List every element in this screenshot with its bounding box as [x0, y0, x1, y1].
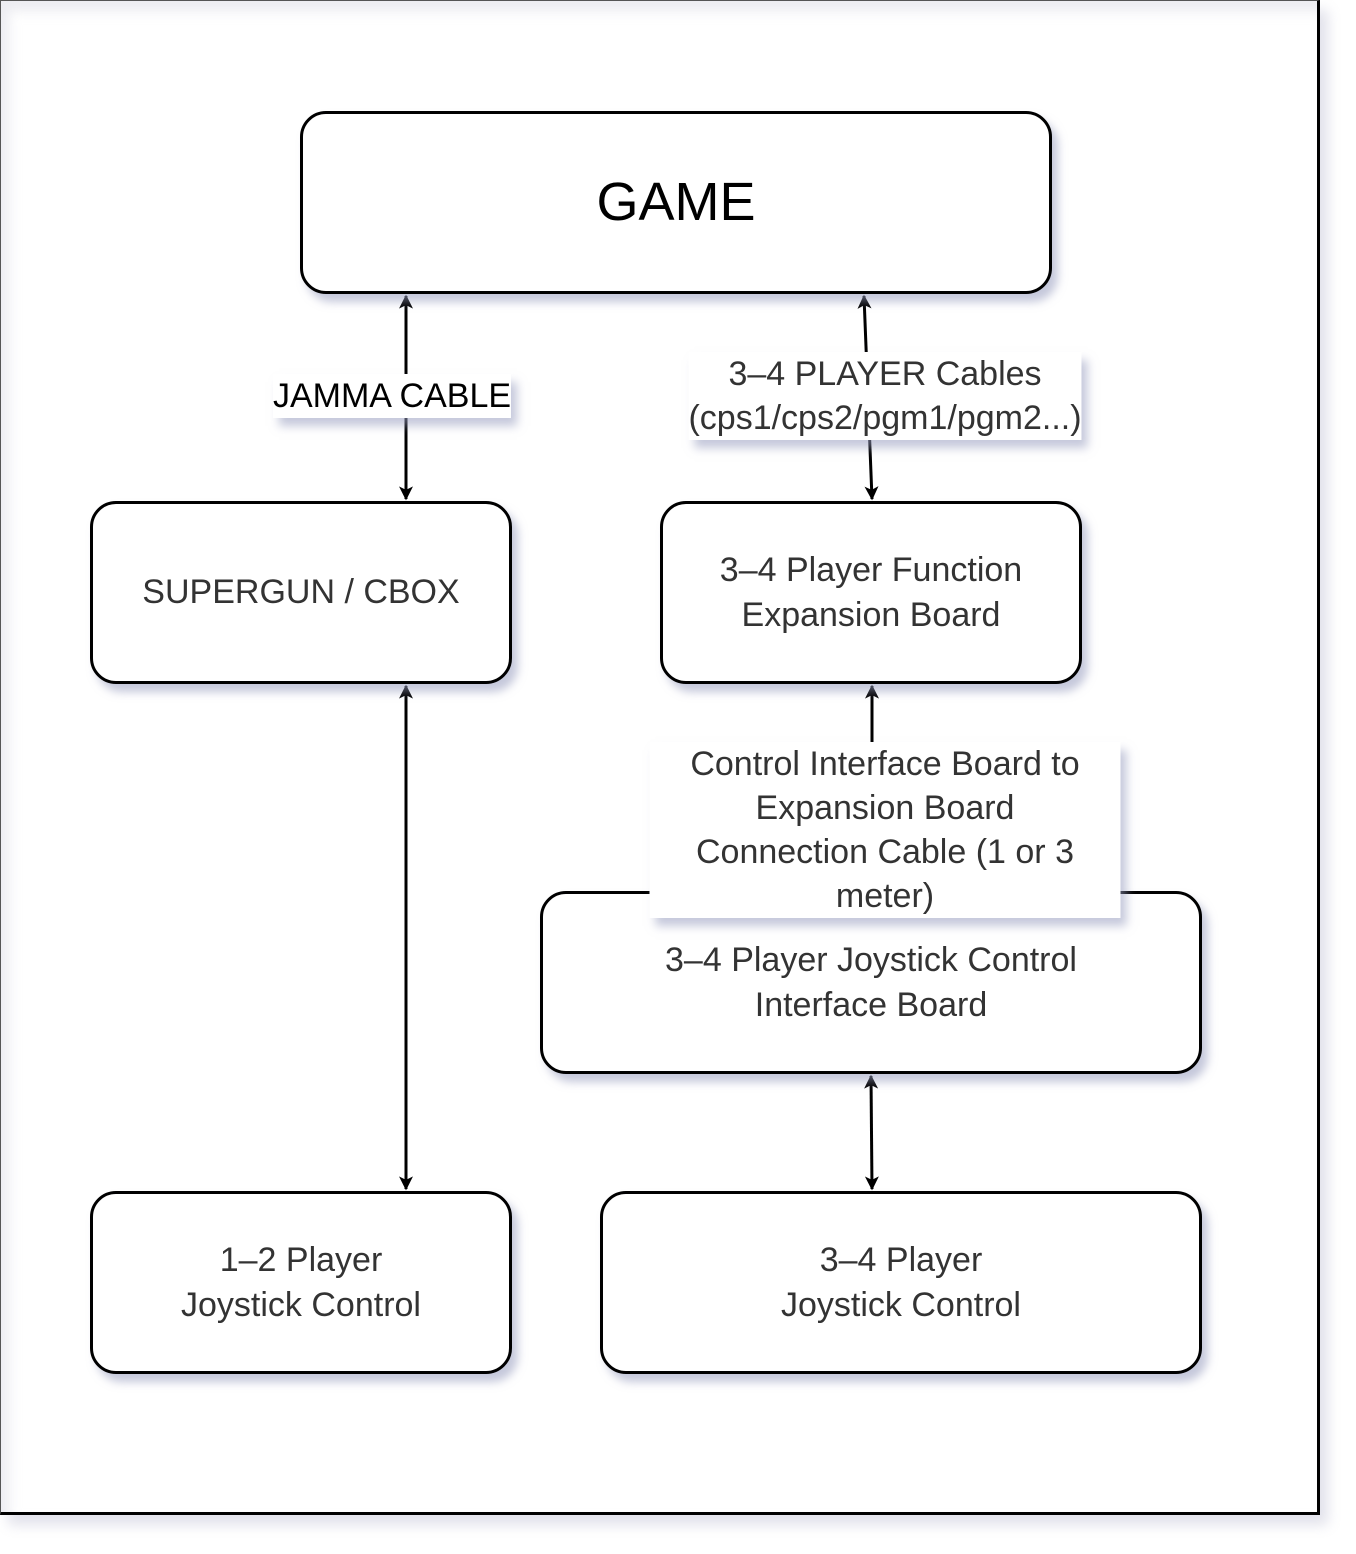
edge-label-3-4-player-cables: 3–4 PLAYER Cables (cps1/cps2/pgm1/pgm2..…: [688, 352, 1082, 440]
edge-label-connection-cable: Control Interface Board to Expansion Boa…: [649, 742, 1121, 918]
node-interface-board[interactable]: 3–4 Player Joystick Control Interface Bo…: [540, 891, 1202, 1074]
node-expansion-board[interactable]: 3–4 Player Function Expansion Board: [660, 501, 1082, 684]
node-supergun-cbox[interactable]: SUPERGUN / CBOX: [90, 501, 512, 684]
node-game[interactable]: GAME: [300, 111, 1052, 294]
node-joystick-1-2[interactable]: 1–2 Player Joystick Control: [90, 1191, 512, 1374]
edge-label-jamma-cable: JAMMA CABLE: [272, 374, 512, 418]
node-joystick-3-4[interactable]: 3–4 Player Joystick Control: [600, 1191, 1202, 1374]
connector-interface-joystick34: [864, 1074, 879, 1191]
